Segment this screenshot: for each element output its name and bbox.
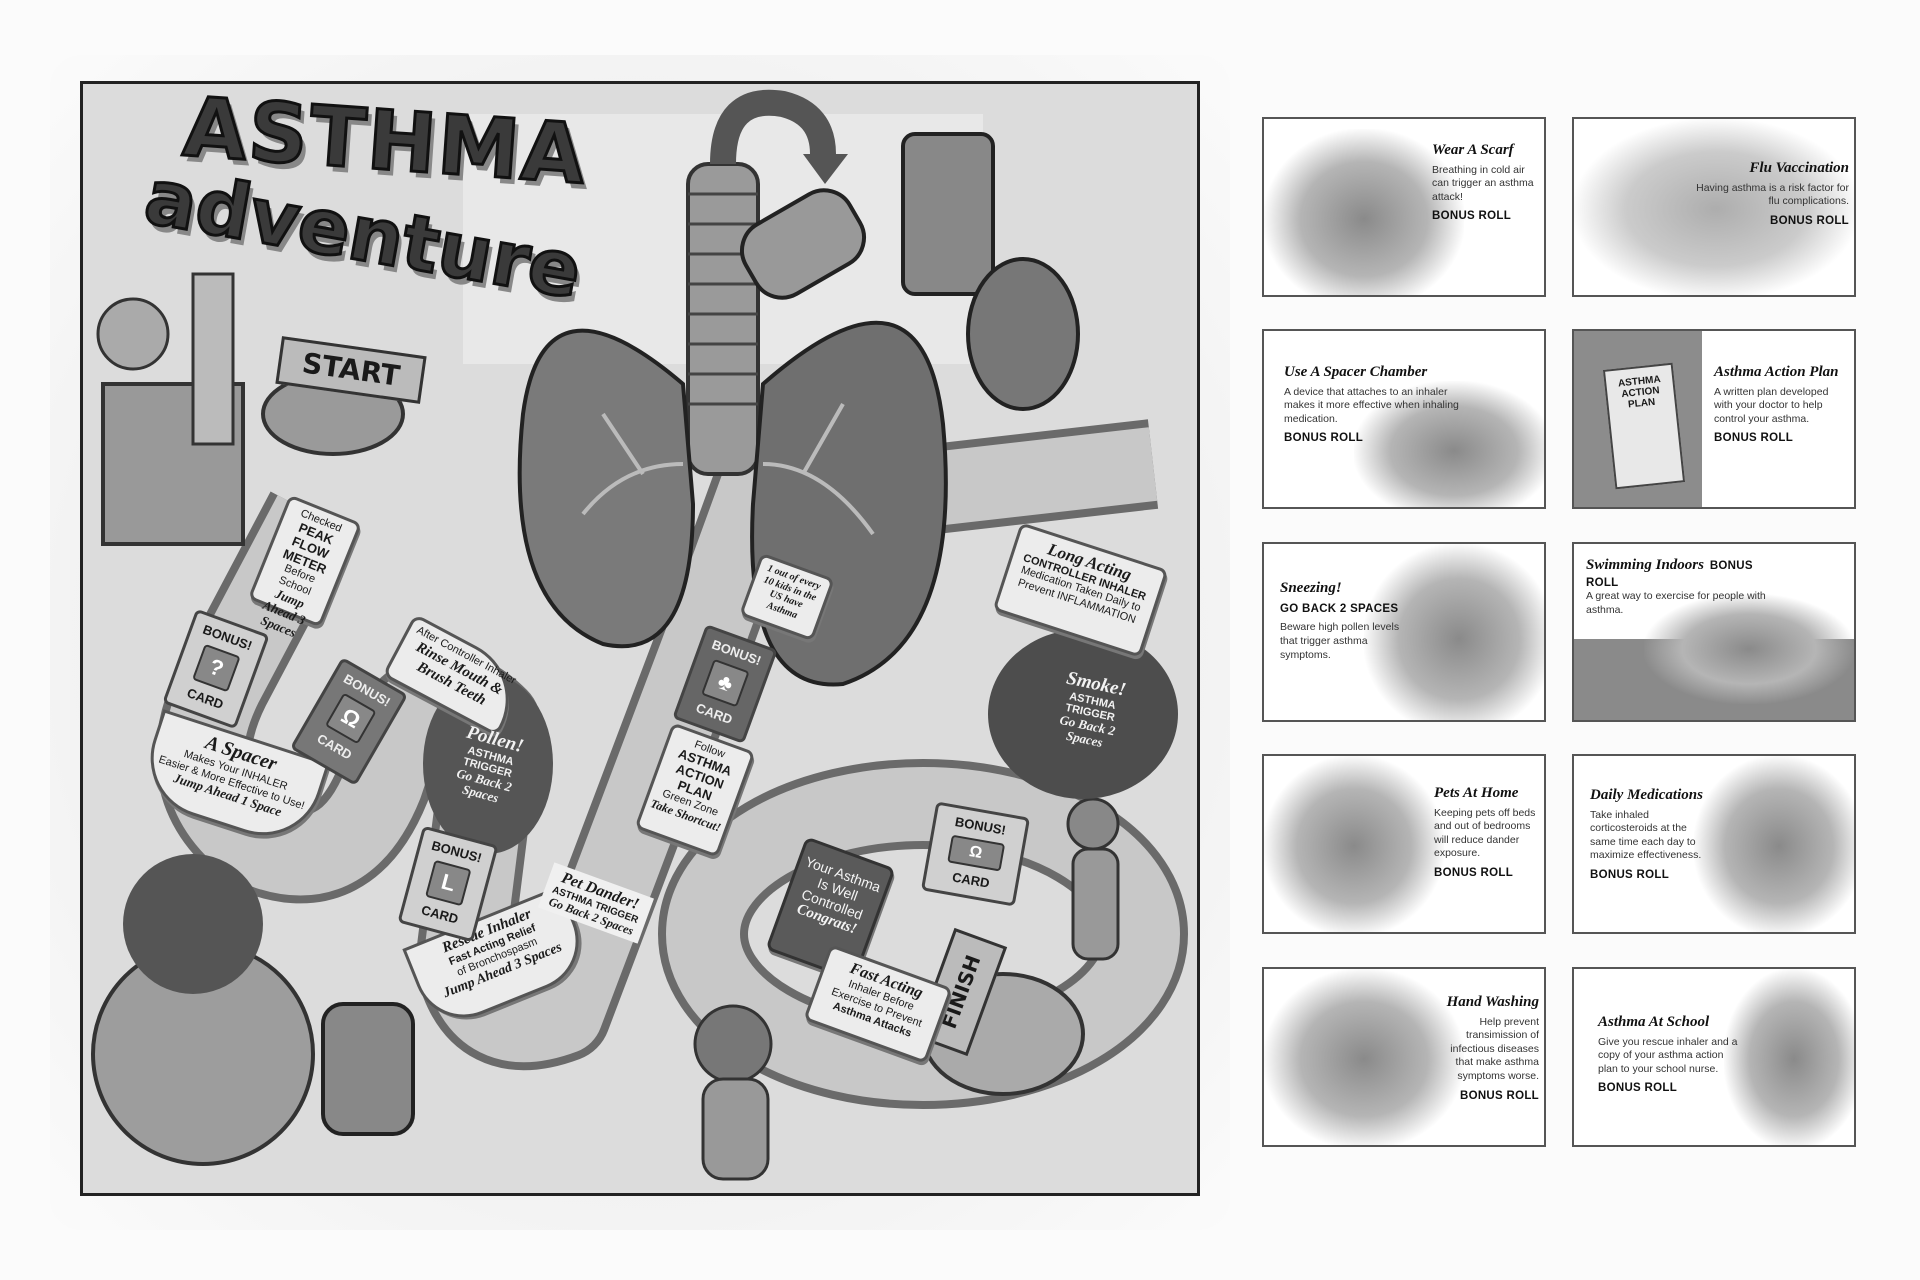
sink-illustration	[1264, 969, 1464, 1145]
bonus-card-pets-at-home: Pets At Home Keeping pets off beds and o…	[1262, 754, 1546, 934]
virus-illustration	[1574, 119, 1854, 295]
card-body: Give you rescue inhaler and a copy of yo…	[1598, 1035, 1738, 1075]
card-action: BONUS ROLL	[1598, 1082, 1678, 1095]
action-plan-sheet: ASTHMA ACTION PLAN	[1602, 362, 1686, 490]
game-board: ASTHMA adventure START FINISH Checked Pe…	[80, 81, 1200, 1196]
space-text: A	[202, 731, 222, 757]
bonus-card-swimming-indoors: Swimming Indoors BONUS ROLL A great way …	[1572, 542, 1856, 722]
card-label: CARD	[951, 869, 991, 891]
card-action: BONUS ROLL	[1586, 560, 1753, 589]
card-action: BONUS ROLL	[1590, 869, 1670, 882]
card-body: Take inhaled corticosteroids at the same…	[1590, 808, 1702, 862]
door-illustration: ASTHMA ACTION PLAN	[1574, 331, 1702, 507]
card-title: Hand Washing	[1446, 994, 1539, 1010]
bonus-card-spacer-chamber: Use A Spacer Chamber A device that attac…	[1262, 329, 1546, 509]
card-body: Keeping pets off beds and out of bedroom…	[1434, 806, 1536, 860]
card-action: BONUS ROLL	[1459, 1089, 1539, 1102]
bonus-card-space: BONUS! Ω CARD	[920, 801, 1031, 907]
pump-icon: Ω	[946, 834, 1005, 872]
scarf-child-illustration	[1264, 129, 1464, 295]
lungs-icon: ♣	[700, 658, 750, 708]
card-action: BONUS ROLL	[1714, 432, 1794, 445]
card-body: A great way to exercise for people with …	[1586, 590, 1766, 617]
bonus-card-hand-washing: Hand Washing Help prevent transimission …	[1262, 967, 1546, 1147]
card-action: GO BACK 2 SPACES	[1280, 602, 1399, 615]
card-body: A device that attaches to an inhaler mak…	[1284, 385, 1459, 425]
card-action: BONUS ROLL	[1434, 867, 1514, 880]
card-title: Use A Spacer Chamber	[1284, 364, 1428, 380]
bonus-card-asthma-at-school: Asthma At School Give you rescue inhaler…	[1572, 967, 1856, 1147]
school-nurse-illustration	[1724, 969, 1854, 1145]
bonus-card-daily-medications: Daily Medications Take inhaled corticost…	[1572, 754, 1856, 934]
card-body: Having asthma is a risk factor for flu c…	[1696, 181, 1849, 208]
card-action: BONUS ROLL	[1432, 210, 1512, 223]
question-mark-icon: ?	[191, 643, 241, 693]
spacer-chamber-illustration	[1354, 381, 1544, 507]
card-title: Asthma At School	[1598, 1014, 1710, 1030]
bonus-card-wear-a-scarf: Wear A Scarf Breathing in cold air can t…	[1262, 117, 1546, 297]
card-title: Swimming Indoors	[1586, 557, 1704, 573]
card-body: A written plan developed with your docto…	[1714, 385, 1829, 425]
swimmer-illustration	[1644, 594, 1854, 704]
dog-on-bed-illustration	[1264, 756, 1444, 932]
card-body: Help prevent transimission of infectious…	[1450, 1015, 1539, 1083]
card-title: Flu Vaccination	[1749, 160, 1849, 176]
card-title: Daily Medications	[1590, 787, 1703, 803]
card-label: CARD	[419, 902, 460, 927]
card-title: Sneezing!	[1280, 580, 1342, 596]
sneezing-child-illustration	[1364, 544, 1544, 720]
card-body: Beware high pollen levels that trigger a…	[1280, 621, 1400, 661]
card-title: Asthma Action Plan	[1714, 364, 1839, 380]
inhaler-icon: L	[424, 859, 472, 907]
card-body: Breathing in cold air can trigger an ast…	[1432, 163, 1534, 203]
card-action: BONUS ROLL	[1284, 432, 1364, 445]
bonus-card-asthma-action-plan: ASTHMA ACTION PLAN Asthma Action Plan A …	[1572, 329, 1856, 509]
bonus-label: BONUS!	[953, 814, 1008, 838]
card-action: BONUS ROLL	[1769, 214, 1849, 227]
bonus-card-sneezing: Sneezing! GO BACK 2 SPACES Beware high p…	[1262, 542, 1546, 722]
medications-illustration	[1694, 756, 1854, 932]
space-text: 1 out of every 10 kids in the US have As…	[762, 563, 823, 621]
bonus-card-flu-vaccination: Flu Vaccination Having asthma is a risk …	[1572, 117, 1856, 297]
card-title: Pets At Home	[1434, 785, 1519, 801]
card-title: Wear A Scarf	[1432, 142, 1514, 158]
